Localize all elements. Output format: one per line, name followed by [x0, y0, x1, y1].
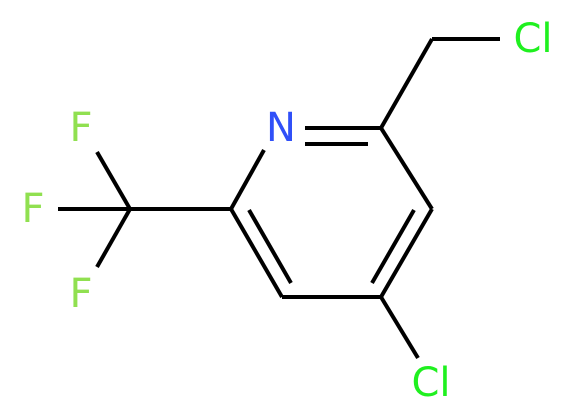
bond-c4-c3-outer: [379, 207, 434, 299]
bond-cf3-f-bottom: [95, 208, 132, 268]
bond-c6-c5-inner: [247, 209, 293, 284]
atom-labels: N Cl Cl F F F: [21, 16, 552, 406]
bonds: [58, 37, 500, 360]
atom-f-top: F: [69, 105, 92, 151]
bond-c4-c3-inner: [370, 209, 416, 284]
bond-c2-ch2: [379, 38, 434, 129]
bond-n-c6: [229, 149, 266, 210]
bond-c3-c2: [379, 126, 434, 211]
atom-cl-ring: Cl: [411, 360, 450, 406]
atom-n: N: [266, 105, 296, 151]
bond-cf3-f-top: [95, 150, 132, 211]
atom-f-bottom: F: [69, 271, 92, 317]
atom-f-mid: F: [21, 186, 44, 232]
bond-c6-c5-outer: [229, 207, 284, 299]
atom-cl-chloromethyl: Cl: [513, 16, 552, 62]
bond-c4-cl: [379, 295, 420, 360]
